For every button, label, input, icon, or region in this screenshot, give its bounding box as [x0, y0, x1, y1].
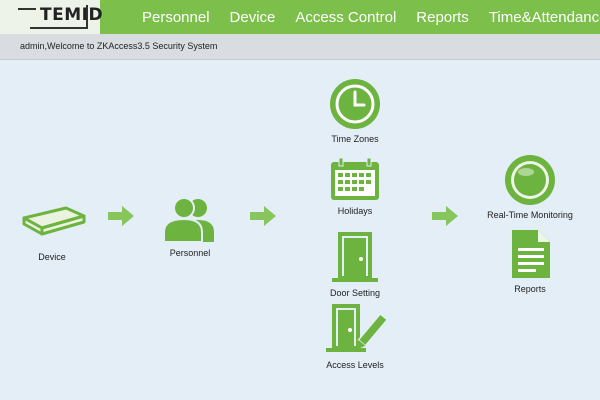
- nav-item-personnel[interactable]: Personnel: [142, 8, 210, 26]
- logo-text: TEMID: [40, 5, 104, 25]
- arrow-right-icon: [432, 206, 458, 226]
- door-icon: [332, 232, 378, 282]
- personnel-module[interactable]: Personnel: [150, 196, 230, 258]
- calendar-icon: [331, 157, 379, 200]
- device-module[interactable]: Device: [12, 200, 92, 262]
- nav-item-time-attendance[interactable]: Time&Attendance: [488, 8, 600, 26]
- top-navigation-bar: TEMID Personnel Device Access Control Re…: [0, 0, 600, 34]
- holidays-label: Holidays: [337, 206, 373, 216]
- logo-line: [86, 5, 88, 27]
- access-levels-label: Access Levels: [326, 360, 384, 370]
- time-zones-module[interactable]: Time Zones: [312, 78, 398, 144]
- logo: TEMID: [0, 0, 104, 34]
- people-icon: [163, 197, 214, 243]
- main-nav: Personnel Device Access Control Reports …: [142, 0, 600, 34]
- logo-line: [30, 27, 88, 29]
- monitor-icon: [505, 155, 555, 205]
- welcome-bar: admin,Welcome to ZKAccess3.5 Security Sy…: [0, 34, 600, 60]
- personnel-label: Personnel: [169, 248, 211, 258]
- door-edit-icon: [326, 304, 389, 352]
- door-setting-label: Door Setting: [329, 288, 381, 298]
- reports-label: Reports: [514, 284, 546, 294]
- nav-item-device[interactable]: Device: [229, 8, 276, 26]
- nav-item-access-control[interactable]: Access Control: [295, 8, 397, 26]
- clock-icon: [330, 79, 380, 129]
- holidays-module[interactable]: Holidays: [312, 156, 398, 216]
- door-setting-module[interactable]: Door Setting: [312, 230, 398, 298]
- document-icon: [512, 230, 550, 278]
- time-zones-label: Time Zones: [331, 134, 379, 144]
- nav-item-reports[interactable]: Reports: [416, 8, 469, 26]
- realtime-monitoring-label: Real-Time Monitoring: [487, 210, 573, 220]
- welcome-message: admin,Welcome to ZKAccess3.5 Security Sy…: [20, 41, 218, 51]
- device-icon: [22, 206, 86, 236]
- realtime-monitoring-module[interactable]: Real-Time Monitoring: [480, 154, 580, 220]
- device-label: Device: [38, 252, 66, 262]
- reports-module[interactable]: Reports: [494, 228, 566, 294]
- arrow-right-icon: [108, 206, 134, 226]
- logo-line: [18, 8, 36, 10]
- arrow-right-icon: [250, 206, 276, 226]
- access-levels-module[interactable]: Access Levels: [312, 304, 398, 370]
